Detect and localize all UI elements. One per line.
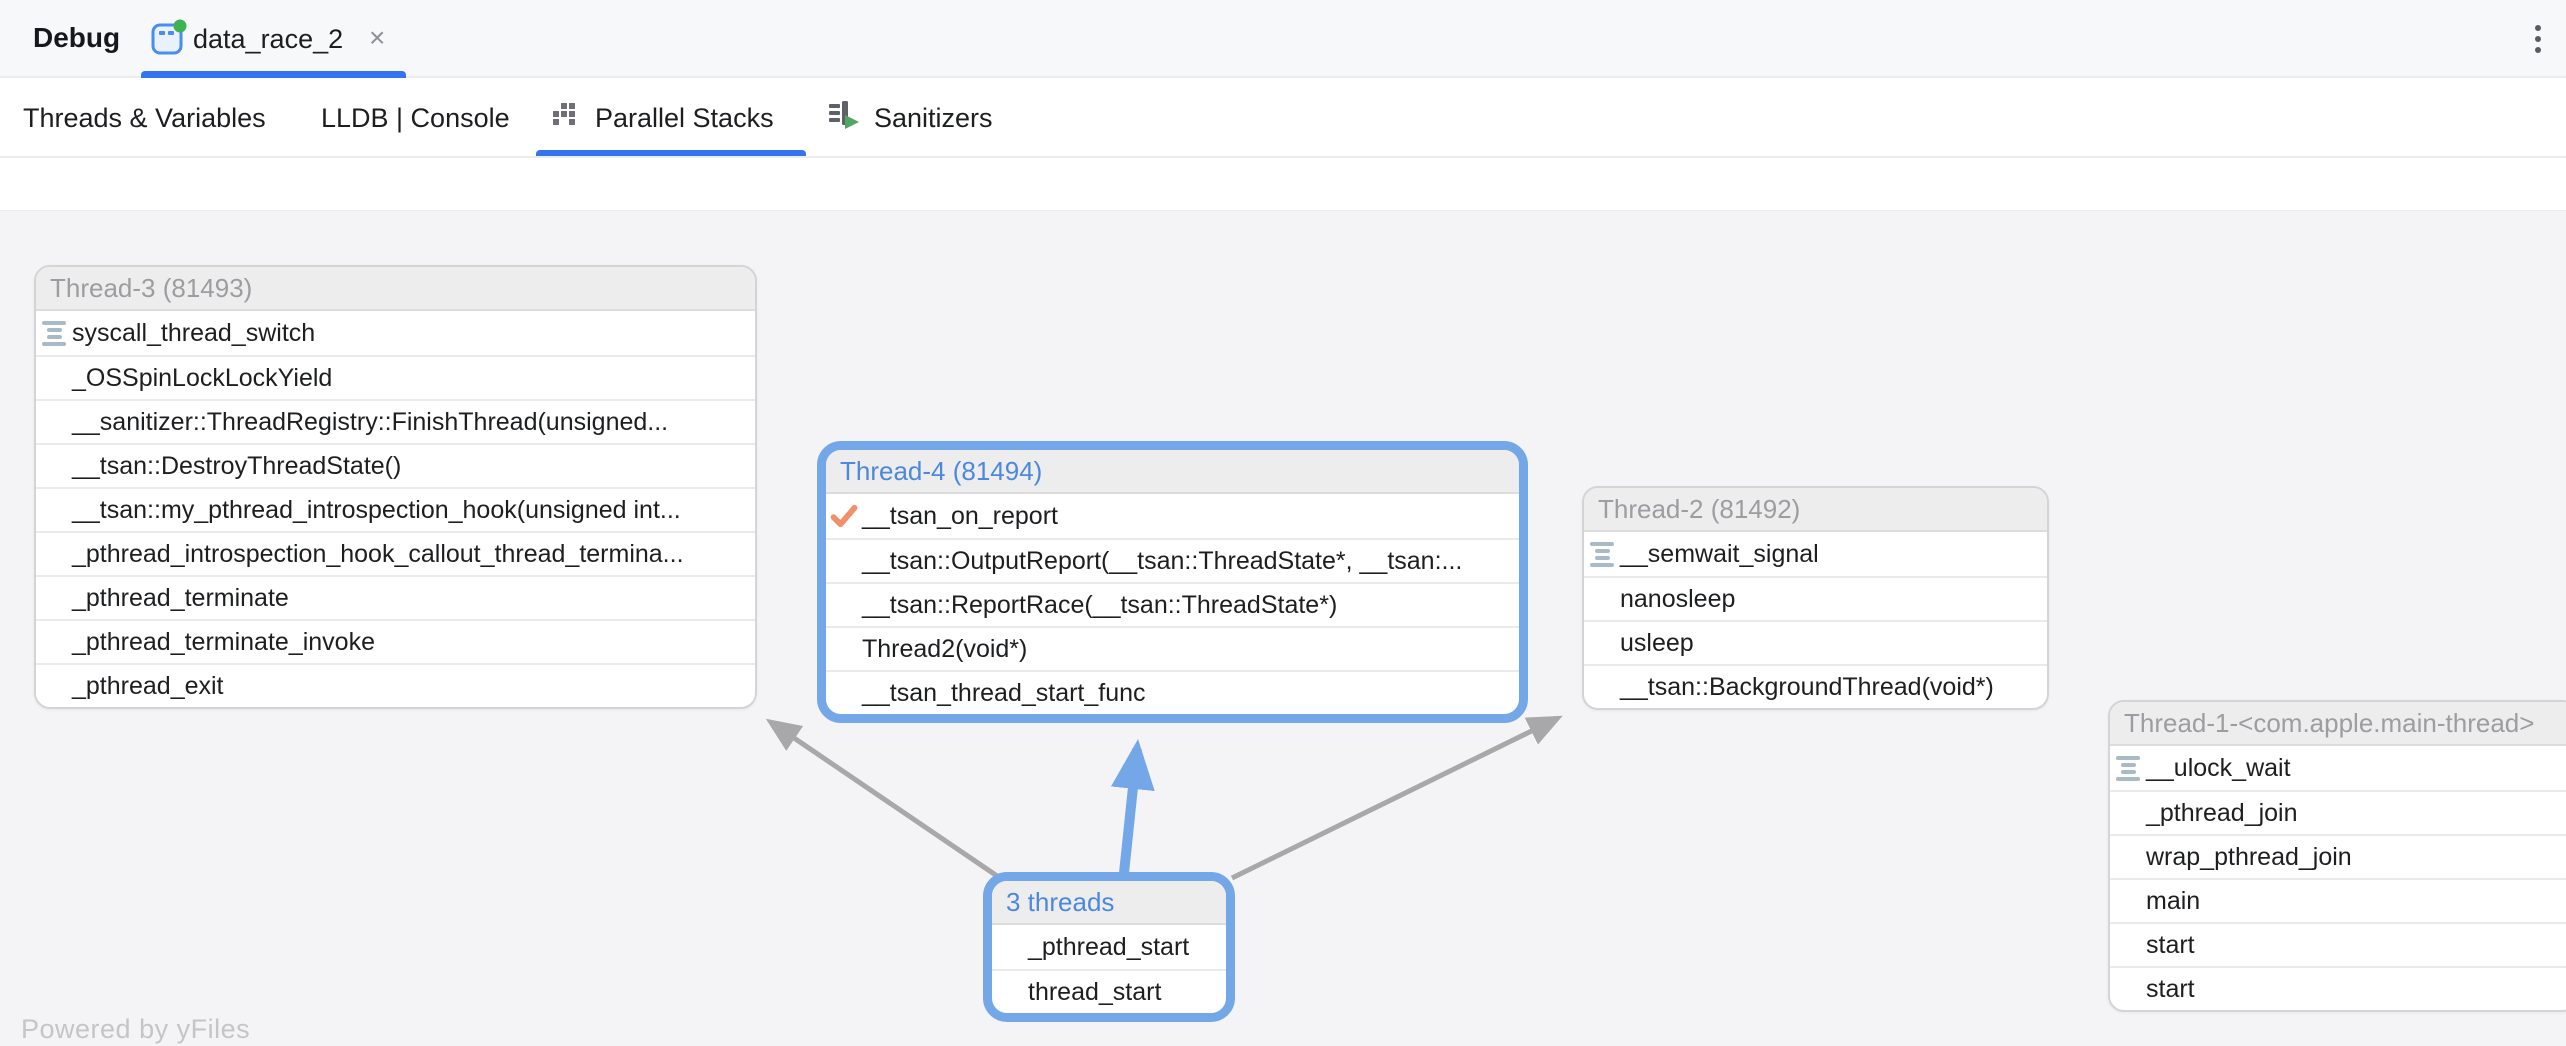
stack-frame-label: _pthread_join: [2146, 799, 2298, 828]
thread-box-title: Thread-1-<com.apple.main-thread>: [2110, 702, 2566, 746]
stack-frame-label: _OSSpinLockLockYield: [72, 364, 332, 393]
tab-lldb-console[interactable]: LLDB | Console: [321, 78, 510, 158]
tool-window-title: Debug: [33, 22, 120, 54]
active-tab-underline: [141, 71, 406, 78]
stack-frame-label: start: [2146, 931, 2195, 960]
stack-frame-row[interactable]: _OSSpinLockLockYield: [36, 355, 755, 399]
stack-frame-row[interactable]: _pthread_introspection_hook_callout_thre…: [36, 531, 755, 575]
thread-box-thread-4[interactable]: Thread-4 (81494) __tsan_on_report __tsan:…: [817, 441, 1528, 723]
stack-frame-label: start: [2146, 975, 2195, 1004]
titlebar-more-icon[interactable]: [2520, 20, 2556, 60]
stack-frame-row[interactable]: main: [2110, 878, 2566, 922]
stack-frame-row[interactable]: _pthread_terminate_invoke: [36, 619, 755, 663]
debugger-tabs-bar: Threads & Variables LLDB | Console Paral…: [0, 78, 2566, 158]
stack-frame-row[interactable]: Thread2(void*): [826, 626, 1519, 670]
stack-frame-label: usleep: [1620, 629, 1694, 658]
stack-frame-label: __tsan::my_pthread_introspection_hook(un…: [72, 496, 681, 525]
stack-frame-row[interactable]: nanosleep: [1584, 576, 2047, 620]
session-tab-data-race-2[interactable]: data_race_2 ×: [141, 0, 411, 78]
yfiles-watermark: Powered by yFiles: [21, 1014, 250, 1045]
stack-frame-label: thread_start: [1028, 978, 1161, 1007]
stack-frame-row[interactable]: _pthread_exit: [36, 663, 755, 707]
execution-stack-icon: [40, 321, 68, 346]
stack-frame-row[interactable]: wrap_pthread_join: [2110, 834, 2566, 878]
thread-box-title: Thread-4 (81494): [826, 450, 1519, 494]
stack-frame-row[interactable]: __tsan_thread_start_func: [826, 670, 1519, 714]
tab-sanitizers[interactable]: Sanitizers: [826, 78, 993, 158]
edge-to-thread-2: [1232, 719, 1556, 878]
execution-stack-icon: [2114, 756, 2142, 781]
stack-frame-label: __sanitizer::ThreadRegistry::FinishThrea…: [72, 408, 668, 437]
thread-box-title: Thread-3 (81493): [36, 267, 755, 311]
stack-frame-label: nanosleep: [1620, 585, 1735, 614]
edge-to-thread-3: [772, 723, 1003, 880]
thread-group-box-3-threads[interactable]: 3 threads _pthread_start thread_start: [983, 872, 1235, 1022]
debug-session-icon: [149, 18, 189, 63]
stack-frame-row[interactable]: _pthread_terminate: [36, 575, 755, 619]
stack-frame-row[interactable]: thread_start: [992, 969, 1226, 1013]
current-frame-check-icon: [830, 502, 858, 530]
close-tab-icon[interactable]: ×: [369, 22, 385, 54]
thread-box-thread-1[interactable]: Thread-1-<com.apple.main-thread> __ulock…: [2108, 700, 2566, 1012]
stack-frame-row[interactable]: __tsan::BackgroundThread(void*): [1584, 664, 2047, 708]
stack-frame-label: __ulock_wait: [2146, 754, 2291, 783]
stack-frame-label: __tsan_thread_start_func: [862, 679, 1146, 708]
stack-frame-row[interactable]: __tsan::ReportRace(__tsan::ThreadState*): [826, 582, 1519, 626]
stack-frame-row[interactable]: syscall_thread_switch: [36, 311, 755, 355]
stack-frame-row[interactable]: __tsan::OutputReport(__tsan::ThreadState…: [826, 538, 1519, 582]
stack-frame-label: Thread2(void*): [862, 635, 1027, 664]
stack-frame-row[interactable]: __tsan::DestroyThreadState(): [36, 443, 755, 487]
stack-frame-label: _pthread_start: [1028, 933, 1189, 962]
stack-frame-row[interactable]: __semwait_signal: [1584, 532, 2047, 576]
stack-frame-row[interactable]: start: [2110, 966, 2566, 1010]
stack-frame-label: __tsan::OutputReport(__tsan::ThreadState…: [862, 547, 1462, 576]
stack-frame-label: __tsan::ReportRace(__tsan::ThreadState*): [862, 591, 1337, 620]
stack-frame-label: main: [2146, 887, 2200, 916]
thread-box-title: Thread-2 (81492): [1584, 488, 2047, 532]
execution-stack-icon: [1588, 542, 1616, 567]
tab-label: Threads & Variables: [23, 103, 266, 134]
tab-label: Sanitizers: [874, 103, 993, 134]
parallel-stacks-canvas[interactable]: Thread-3 (81493) syscall_thread_switch _O…: [0, 210, 2566, 1046]
stack-frame-label: _pthread_terminate_invoke: [72, 628, 375, 657]
tab-threads-variables[interactable]: Threads & Variables: [23, 78, 266, 158]
edge-to-thread-4: [1124, 749, 1137, 873]
stack-frame-row[interactable]: __sanitizer::ThreadRegistry::FinishThrea…: [36, 399, 755, 443]
tab-label: Parallel Stacks: [595, 103, 774, 134]
stack-frame-label: __semwait_signal: [1620, 540, 1819, 569]
stack-frame-row[interactable]: __tsan_on_report: [826, 494, 1519, 538]
stack-frame-row[interactable]: usleep: [1584, 620, 2047, 664]
thread-box-title: 3 threads: [992, 881, 1226, 925]
sanitizers-icon: [826, 98, 860, 139]
stack-frame-label: _pthread_introspection_hook_callout_thre…: [72, 540, 684, 569]
stack-frame-label: __tsan_on_report: [862, 502, 1058, 531]
graph-toolbar: 1:1: [0, 160, 2566, 210]
parallel-stacks-icon: [551, 100, 581, 137]
tab-label: LLDB | Console: [321, 103, 510, 134]
stack-frame-row[interactable]: _pthread_join: [2110, 790, 2566, 834]
stack-frame-label: syscall_thread_switch: [72, 319, 315, 348]
session-tab-label: data_race_2: [193, 24, 343, 55]
stack-frame-label: __tsan::BackgroundThread(void*): [1620, 673, 1994, 702]
stack-frame-row[interactable]: start: [2110, 922, 2566, 966]
thread-box-thread-2[interactable]: Thread-2 (81492) __semwait_signalnanosle…: [1582, 486, 2049, 710]
active-tab-underline: [536, 150, 806, 156]
stack-frame-label: wrap_pthread_join: [2146, 843, 2352, 872]
thread-box-thread-3[interactable]: Thread-3 (81493) syscall_thread_switch _O…: [34, 265, 757, 709]
stack-frame-row[interactable]: _pthread_start: [992, 925, 1226, 969]
stack-frame-label: _pthread_terminate: [72, 584, 289, 613]
stack-frame-row[interactable]: __ulock_wait: [2110, 746, 2566, 790]
stack-frame-label: _pthread_exit: [72, 672, 224, 701]
debug-titlebar: Debug data_race_2 ×: [0, 0, 2566, 78]
stack-frame-row[interactable]: __tsan::my_pthread_introspection_hook(un…: [36, 487, 755, 531]
tab-parallel-stacks[interactable]: Parallel Stacks: [551, 78, 774, 158]
stack-frame-label: __tsan::DestroyThreadState(): [72, 452, 401, 481]
